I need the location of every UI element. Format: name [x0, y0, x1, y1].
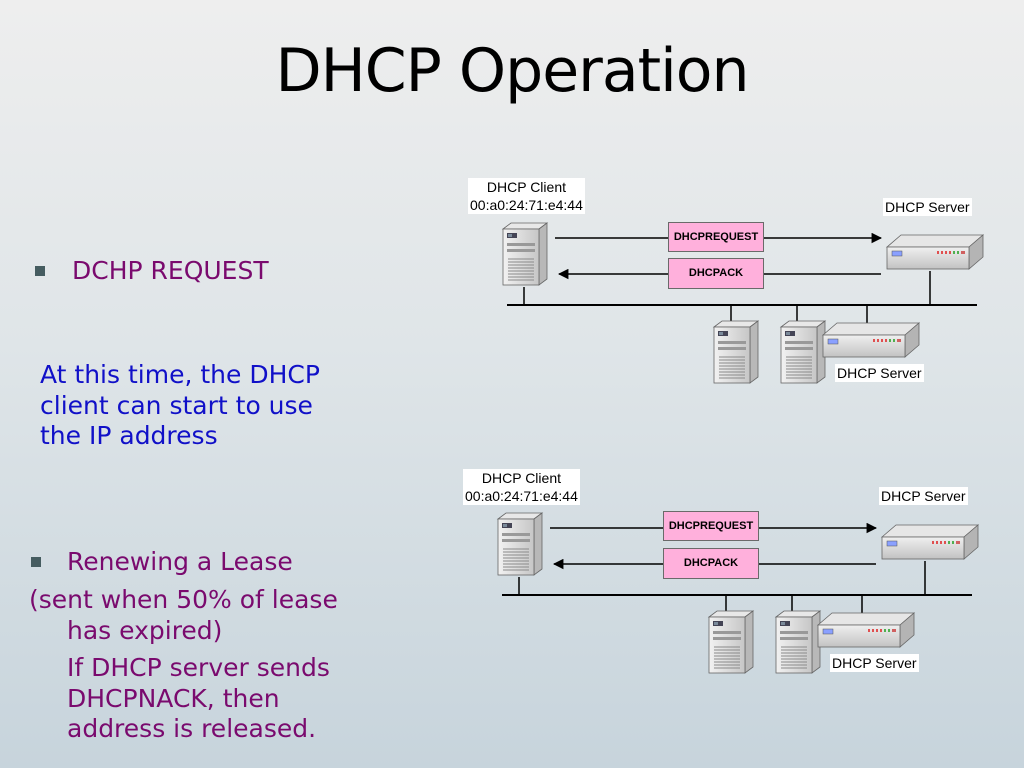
- client-mac: 00:a0:24:71:e4:44: [470, 197, 583, 213]
- client-mac: 00:a0:24:71:e4:44: [465, 488, 578, 504]
- server-label-top-lower: DHCP Server: [835, 364, 924, 382]
- dhcprequest-message-bottom: DHCPREQUEST: [663, 511, 759, 541]
- dhcpack-message-top: DHCPACK: [668, 258, 764, 289]
- note-line-1: At this time, the DHCP: [40, 360, 320, 389]
- lease-line-2: has expired): [67, 616, 223, 645]
- lease-line-1: (sent when 50% of lease: [29, 585, 338, 614]
- note-line-2: client can start to use: [40, 391, 313, 420]
- client-label-bottom: DHCP Client 00:a0:24:71:e4:44: [463, 469, 580, 505]
- nack-line-1: If DHCP server sends: [67, 653, 330, 682]
- server-label-top-right: DHCP Server: [883, 198, 972, 216]
- client-label-top: DHCP Client 00:a0:24:71:e4:44: [468, 178, 585, 214]
- bullet-dhcp-request: DCHP REQUEST: [72, 256, 269, 285]
- dhcprequest-message-top: DHCPREQUEST: [668, 222, 764, 252]
- server-label-bottom-lower: DHCP Server: [830, 654, 919, 672]
- slide-title: DHCP Operation: [275, 36, 749, 106]
- bullet-marker: [31, 557, 41, 567]
- bullet-marker: [35, 266, 45, 276]
- note-line-3: the IP address: [40, 421, 218, 450]
- bullet-renewing-lease: Renewing a Lease: [67, 547, 293, 576]
- client-name: DHCP Client: [481, 470, 561, 486]
- server-label-bottom-right: DHCP Server: [879, 487, 968, 505]
- dhcpack-message-bottom: DHCPACK: [663, 548, 759, 579]
- nack-line-3: address is released.: [67, 714, 317, 743]
- client-name: DHCP Client: [486, 179, 566, 195]
- nack-line-2: DHCPNACK, then: [67, 684, 280, 713]
